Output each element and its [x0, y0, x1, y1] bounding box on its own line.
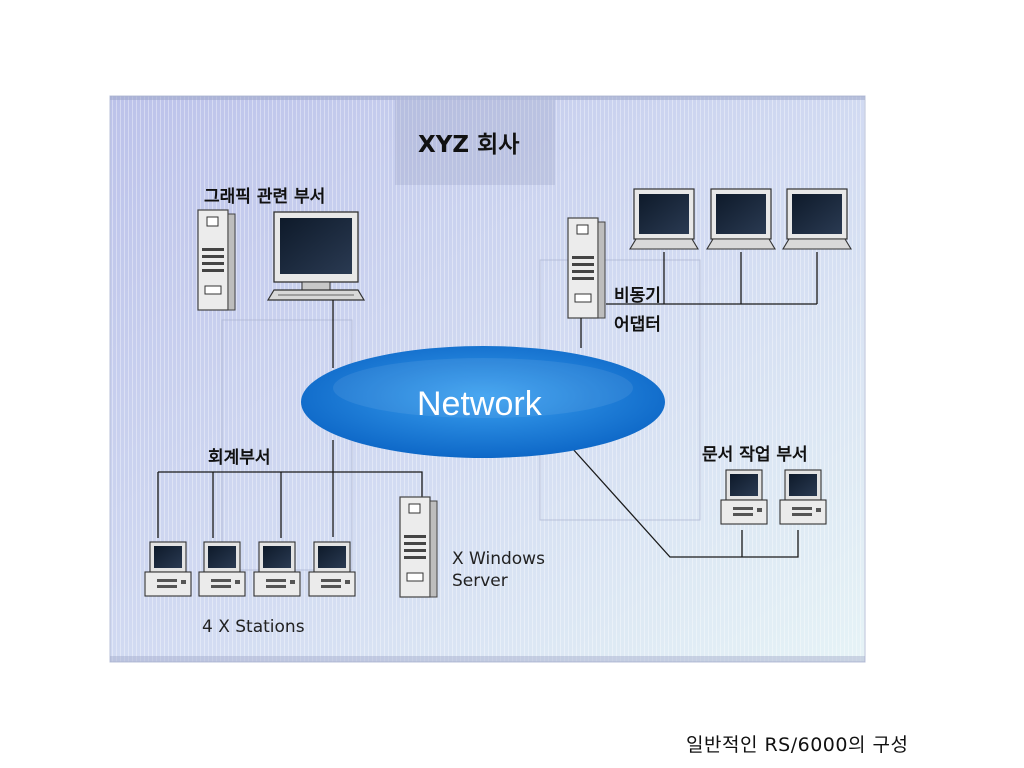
- diagram-title: XYZ 회사: [418, 132, 519, 158]
- async-server-icon: [567, 217, 606, 319]
- terminal-icon-3: [782, 188, 852, 250]
- async-adapter-label-2: 어댑터: [614, 315, 661, 335]
- terminal-icon-1: [629, 188, 699, 250]
- network-cloud: [301, 346, 665, 458]
- graphics-server-icon: [197, 209, 236, 311]
- x-windows-server-icon: [399, 496, 438, 598]
- network-label: Network: [417, 385, 543, 423]
- x-station-icon-2: [198, 541, 246, 597]
- terminal-icon-2: [706, 188, 776, 250]
- doc-workstation-icon-2: [779, 469, 827, 525]
- async-adapter-label-1: 비동기: [614, 286, 661, 306]
- graphics-dept-label: 그래픽 관련 부서: [204, 187, 325, 207]
- x-station-icon-4: [308, 541, 356, 597]
- doc-work-dept-label: 문서 작업 부서: [702, 445, 808, 465]
- x-stations-label: 4 X Stations: [202, 617, 305, 637]
- x-windows-label-1: X Windows: [452, 549, 545, 569]
- x-station-icon-3: [253, 541, 301, 597]
- x-windows-label-2: Server: [452, 571, 508, 591]
- doc-workstation-icon-1: [720, 469, 768, 525]
- x-station-icon-1: [144, 541, 192, 597]
- accounting-dept-label: 회계부서: [208, 448, 271, 468]
- slide-caption: 일반적인 RS/6000의 구성: [686, 734, 909, 756]
